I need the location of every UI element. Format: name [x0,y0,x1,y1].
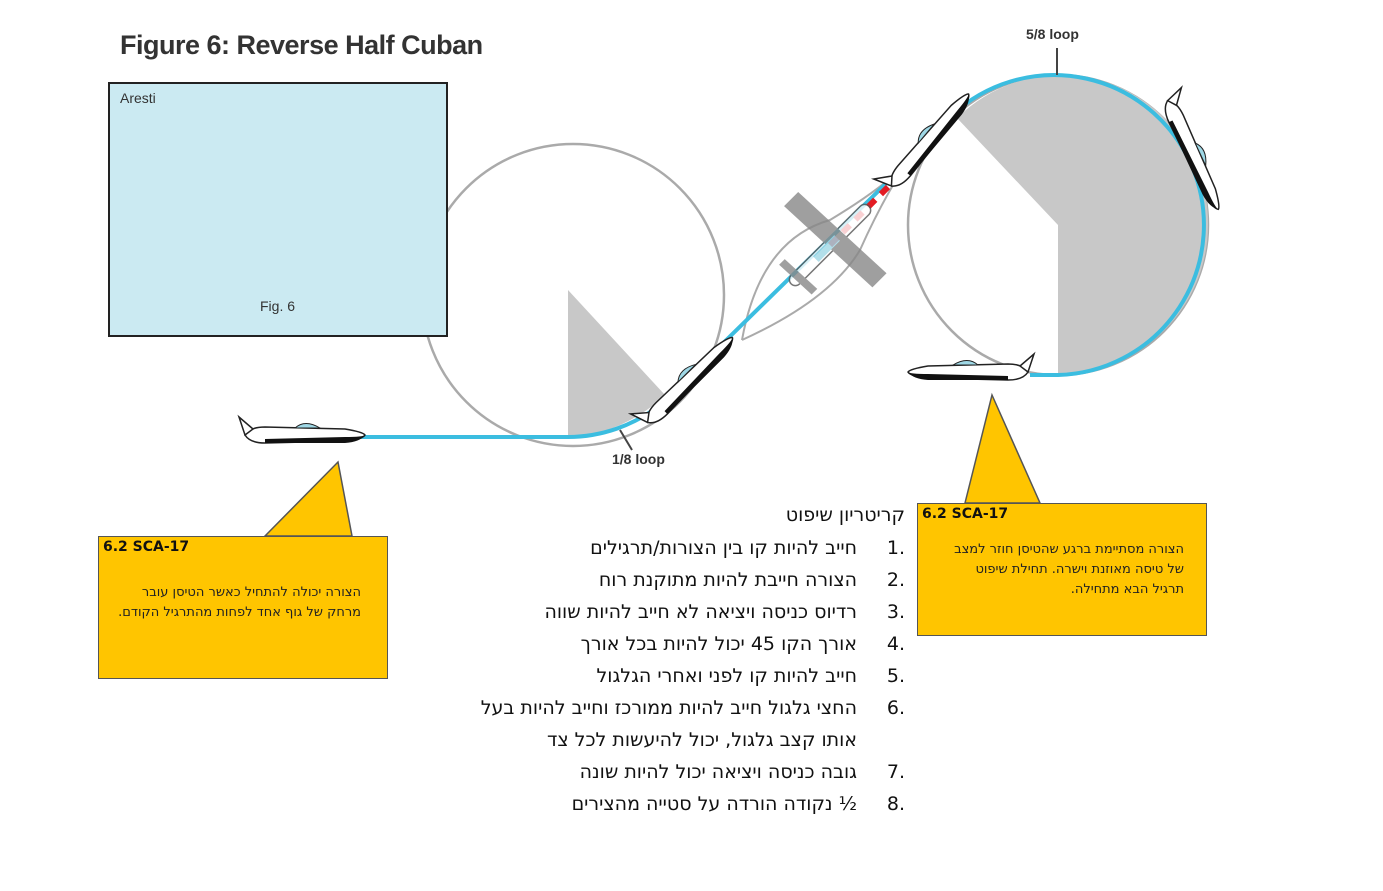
item-number: 4. [886,633,905,655]
item-number: 3. [886,601,905,623]
lower-label-tick [619,429,633,451]
airplane-icon [238,416,366,444]
list-item: 3. רדיוס כניסה ויציאה לא חייב להיות שווה [420,596,905,628]
callout-text: הצורה מסתיימת ברגע שהטיסן חוזר למצב של ט… [954,542,1184,597]
upper-loop-shading [957,75,1209,374]
item-number: 2. [886,569,905,591]
list-item: 4. אורך הקו 45 יכול להיות בכל אורך [420,628,905,660]
lower-loop-shading [568,290,665,437]
item-number: 5. [886,665,905,687]
item-text: חייב להיות קו לפני ואחרי הגלגול [596,665,857,687]
item-number: 8. [886,793,905,815]
list-item: 8. ½ נקודה הורדה על סטייה מהצירים [420,788,905,820]
item-text: ½ נקודה הורדה על סטייה מהצירים [571,793,857,815]
upper-loop-label: 5/8 loop [1026,26,1079,42]
aresti-label: Aresti [120,90,156,106]
callout-start: 6.2 SCA-17 הצורה יכולה להתחיל כאשר הטיסן… [98,536,388,679]
callout-title: 6.2 SCA-17 [922,506,1009,522]
criteria-title: קריטריון שיפוט [785,504,905,526]
item-text: אורך הקו 45 יכול להיות בכל אורך [580,633,857,655]
item-number: 7. [886,761,905,783]
item-number: 1. [886,537,905,559]
page-title: Figure 6: Reverse Half Cuban [120,30,483,60]
aresti-caption: Fig. 6 [260,298,296,314]
item-text: רדיוס כניסה ויציאה לא חייב להיות שווה [544,601,857,623]
airplane-icon [907,353,1035,381]
list-item: 7. גובה כניסה ויציאה יכול להיות שונה [420,756,905,788]
callout-end: 6.2 SCA-17 הצורה מסתיימת ברגע שהטיסן חוז… [917,503,1207,636]
item-text: החצי גלגול חייב להיות ממורכז וחייב להיות… [480,697,857,751]
callout-title: 6.2 SCA-17 [103,539,190,555]
airplane-icon [873,81,976,197]
item-number: 6. [886,697,905,719]
item-text: הצורה חייבת להיות מתוקנת רוח [598,569,857,591]
list-item: 6. החצי גלגול חייב להיות ממורכז וחייב להי… [420,692,905,756]
callout-left-pointer [263,460,353,537]
criteria-list: 1. חייב להיות קו בין הצורות/תרגילים 2. הצו… [420,532,905,820]
item-text: חייב להיות קו בין הצורות/תרגילים [590,537,857,559]
callout-right-pointer [964,392,1042,504]
aresti-panel [108,82,448,337]
lower-loop-label: 1/8 loop [612,451,665,467]
list-item: 2. הצורה חייבת להיות מתוקנת רוח [420,564,905,596]
item-text: גובה כניסה ויציאה יכול להיות שונה [579,761,857,783]
list-item: 5. חייב להיות קו לפני ואחרי הגלגול [420,660,905,692]
callout-text: הצורה יכולה להתחיל כאשר הטיסן עובר מרחק … [118,585,361,620]
list-item: 1. חייב להיות קו בין הצורות/תרגילים [420,532,905,564]
judging-criteria: קריטריון שיפוט 1. חייב להיות קו בין הצורו… [420,500,905,820]
